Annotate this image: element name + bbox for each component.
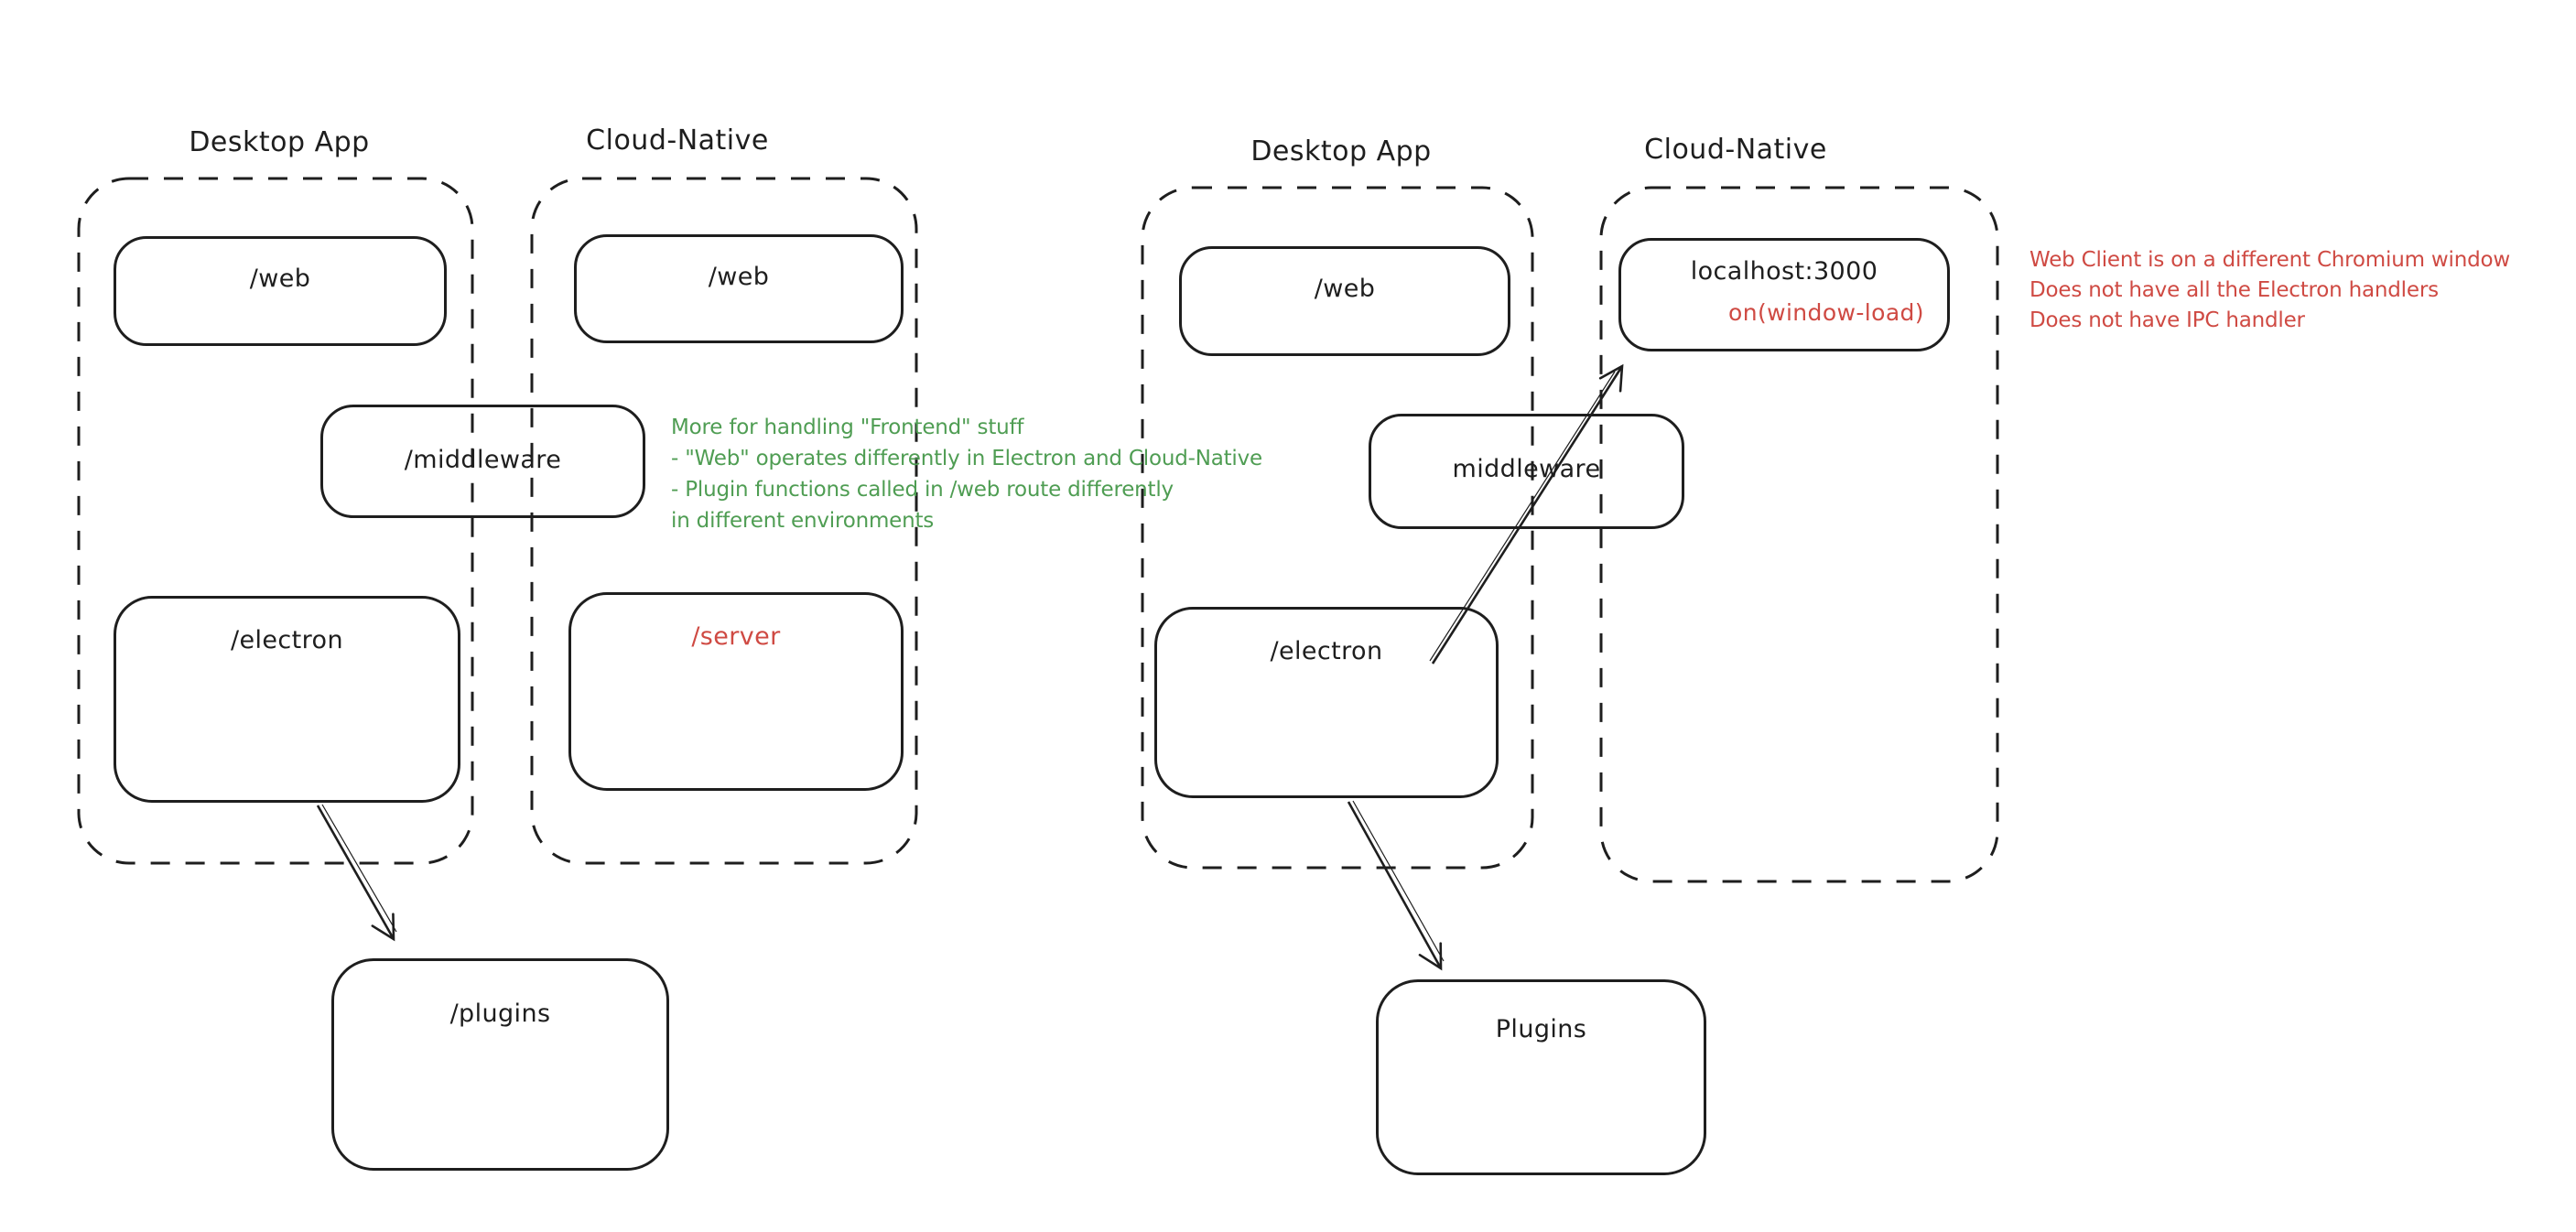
- left-plugins-label: /plugins: [449, 1000, 551, 1028]
- right-plugins-box: Plugins: [1376, 979, 1706, 1175]
- right-middleware-box: middleware: [1369, 414, 1684, 529]
- right-plugins-label: Plugins: [1495, 1015, 1587, 1043]
- right-web-box: /web: [1179, 246, 1510, 356]
- right-desktop-app-title: Desktop App: [1250, 135, 1432, 168]
- arrow-left-electron-to-plugins: [316, 805, 395, 942]
- left-web-cloud-label: /web: [708, 263, 770, 291]
- red-note-line: Web Client is on a different Chromium wi…: [2029, 248, 2510, 272]
- arrow-right-electron-to-plugins: [1347, 801, 1443, 971]
- left-middleware-box: /middleware: [320, 405, 645, 518]
- green-note: More for handling "Frontend" stuff - "We…: [671, 412, 1262, 536]
- left-middleware-label: /middleware: [404, 446, 562, 474]
- left-web-cloud-box: /web: [574, 234, 904, 343]
- left-server-label: /server: [691, 622, 781, 651]
- left-web-desktop-box: /web: [114, 236, 447, 346]
- green-note-line: - "Web" operates differently in Electron…: [671, 447, 1262, 470]
- red-note-line: Does not have IPC handler: [2029, 308, 2305, 332]
- right-localhost-box: localhost:3000 on(window-load): [1618, 238, 1950, 351]
- left-plugins-box: /plugins: [331, 958, 669, 1171]
- green-note-line: More for handling "Frontend" stuff: [671, 416, 1024, 439]
- red-note: Web Client is on a different Chromium wi…: [2029, 245, 2510, 336]
- right-cloud-native-title: Cloud-Native: [1644, 134, 1827, 166]
- left-desktop-app-title: Desktop App: [189, 126, 370, 158]
- green-note-line: - Plugin functions called in /web route …: [671, 478, 1174, 502]
- left-electron-label: /electron: [231, 626, 343, 654]
- green-note-line: in different environments: [671, 509, 935, 533]
- red-note-line: Does not have all the Electron handlers: [2029, 278, 2439, 302]
- left-electron-box: /electron: [114, 596, 460, 803]
- right-electron-label: /electron: [1270, 637, 1383, 665]
- right-localhost-label: localhost:3000: [1690, 257, 1878, 286]
- right-window-load-label: on(window-load): [1728, 299, 1924, 326]
- right-electron-box: /electron: [1154, 607, 1499, 798]
- arrow-left-electron-to-plugins-sketchline: [321, 804, 397, 933]
- right-middleware-label: middleware: [1452, 455, 1601, 483]
- left-cloud-native-title: Cloud-Native: [586, 124, 769, 157]
- right-web-label: /web: [1314, 275, 1376, 303]
- arrow-right-electron-to-plugins-sketchline: [1352, 800, 1445, 962]
- left-server-box: /server: [568, 592, 904, 791]
- left-web-desktop-label: /web: [249, 265, 311, 293]
